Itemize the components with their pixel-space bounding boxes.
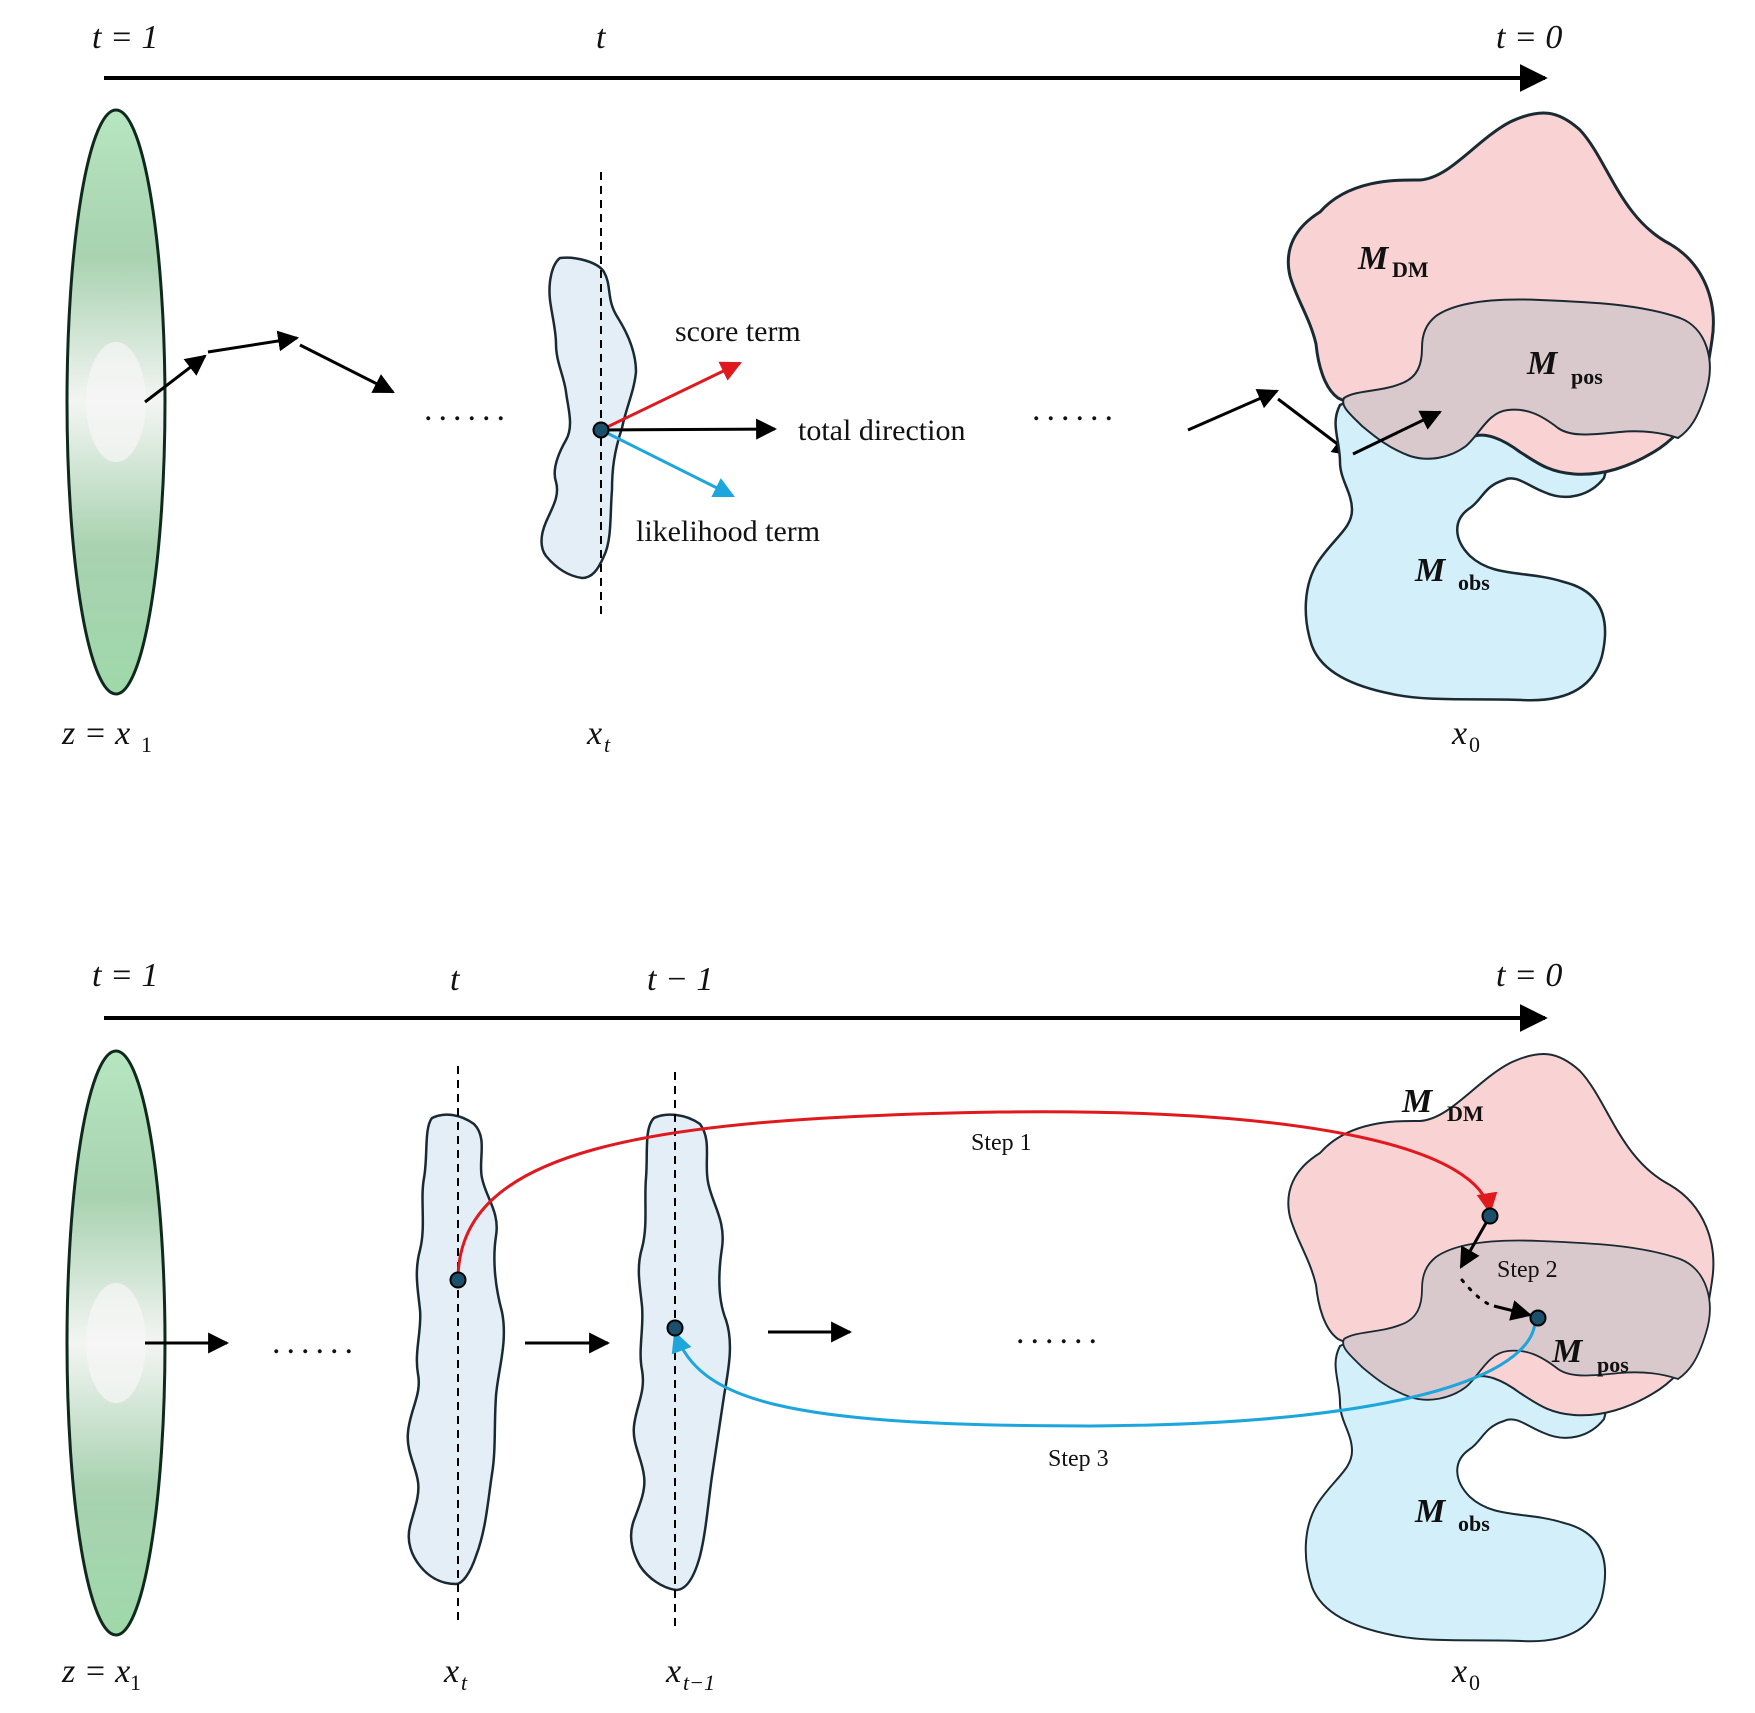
top-manifold-dm-label: M DM xyxy=(1357,240,1429,282)
bottom-ellipsis-right: ...... xyxy=(1016,1314,1103,1351)
svg-text:M: M xyxy=(1414,552,1447,589)
bottom-label-x0: x 0 xyxy=(1451,1653,1480,1695)
bottom-point-xt xyxy=(449,1271,467,1289)
bottom-step2-dotted xyxy=(1460,1278,1494,1308)
bottom-gaussian-glow xyxy=(86,1283,146,1403)
top-slice-xt xyxy=(540,256,638,580)
bottom-point-xtm1 xyxy=(666,1319,684,1337)
svg-text:M: M xyxy=(1414,1493,1447,1530)
top-path-arrow-2 xyxy=(207,330,300,354)
bottom-label-xt: x t xyxy=(443,1653,468,1695)
top-score-arrow xyxy=(600,361,742,432)
svg-text:x: x xyxy=(443,1653,459,1690)
bottom-manifold-obs-label: M obs xyxy=(1414,1493,1490,1536)
bottom-label-xtm1: x t−1 xyxy=(665,1653,715,1695)
svg-text:1: 1 xyxy=(141,732,152,757)
bottom-step2-arrow-b xyxy=(1493,1300,1533,1321)
svg-text:t: t xyxy=(461,1670,468,1695)
top-manifold-obs-label: M obs xyxy=(1414,552,1490,595)
svg-text:t: t xyxy=(604,732,611,757)
bottom-point-step2-end xyxy=(1529,1309,1547,1327)
svg-text:0: 0 xyxy=(1469,732,1480,757)
bottom-label-z: z = x 1 xyxy=(61,1653,141,1695)
svg-text:DM: DM xyxy=(1392,257,1429,282)
top-axis-start-label: t = 1 xyxy=(92,19,158,56)
top-path-arrow-6 xyxy=(1352,410,1442,456)
bottom-axis-tminus-label: t − 1 xyxy=(647,961,713,998)
bottom-step3-curve xyxy=(671,1315,1537,1428)
svg-text:z = x: z = x xyxy=(61,715,130,752)
bottom-step1-label: Step 1 xyxy=(971,1130,1032,1156)
svg-text:obs: obs xyxy=(1458,1511,1490,1536)
top-label-z: z = x 1 xyxy=(61,715,152,757)
svg-text:M: M xyxy=(1357,240,1390,277)
svg-text:DM: DM xyxy=(1447,1101,1484,1126)
svg-text:M: M xyxy=(1526,345,1559,382)
top-total-arrow xyxy=(600,418,778,440)
bottom-panel: t = 1 t t − 1 t = 0 ...... ...... S xyxy=(61,957,1715,1695)
top-path-arrow-4 xyxy=(1187,388,1279,432)
bottom-axis-end-label: t = 0 xyxy=(1496,957,1562,994)
bottom-manifold-pos-label: M pos xyxy=(1551,1333,1629,1377)
bottom-step2-label: Step 2 xyxy=(1497,1257,1558,1283)
top-axis-mid-label: t xyxy=(596,19,607,56)
top-axis-end-label: t = 0 xyxy=(1496,19,1562,56)
top-gaussian-glow xyxy=(86,342,146,462)
svg-text:pos: pos xyxy=(1597,1352,1629,1377)
bottom-ellipsis-left: ...... xyxy=(272,1324,359,1361)
top-label-x0: x 0 xyxy=(1451,715,1480,757)
top-score-term-label: score term xyxy=(675,315,801,348)
svg-text:1: 1 xyxy=(130,1670,141,1695)
svg-text:x: x xyxy=(1451,715,1467,752)
bottom-step1-curve xyxy=(456,1110,1498,1281)
bottom-point-step1-end xyxy=(1481,1207,1499,1225)
top-ellipsis-right: ...... xyxy=(1032,391,1119,428)
top-path-arrow-3 xyxy=(299,343,395,394)
bottom-step3-label: Step 3 xyxy=(1048,1446,1109,1472)
svg-text:x: x xyxy=(665,1653,681,1690)
top-panel: t = 1 t t = 0 ...... score term total di… xyxy=(61,19,1715,757)
top-path-arrow-1 xyxy=(144,354,207,404)
svg-text:t−1: t−1 xyxy=(683,1670,715,1695)
svg-text:obs: obs xyxy=(1458,570,1490,595)
svg-text:x: x xyxy=(1451,1653,1467,1690)
svg-text:x: x xyxy=(586,715,602,752)
svg-text:M: M xyxy=(1551,1333,1584,1370)
top-total-direction-label: total direction xyxy=(798,414,965,447)
top-manifold-pos-label: M pos xyxy=(1526,345,1603,389)
bottom-axis-start-label: t = 1 xyxy=(92,957,158,994)
bottom-manifold-dm-label: M DM xyxy=(1401,1083,1484,1126)
bottom-slice-xtm1 xyxy=(629,1113,732,1592)
top-point-xt xyxy=(592,421,610,439)
svg-text:0: 0 xyxy=(1469,1670,1480,1695)
svg-text:M: M xyxy=(1401,1083,1434,1120)
top-ellipsis-left: ...... xyxy=(424,391,511,428)
bottom-axis-t-label: t xyxy=(450,961,461,998)
top-label-xt: x t xyxy=(586,715,611,757)
top-likelihood-term-label: likelihood term xyxy=(636,515,820,548)
svg-text:z = x: z = x xyxy=(61,1653,130,1690)
bottom-slice-xt xyxy=(406,1113,506,1586)
top-likelihood-arrow xyxy=(600,428,735,498)
bottom-step2-arrow-a xyxy=(1459,1215,1492,1269)
svg-text:pos: pos xyxy=(1571,364,1603,389)
